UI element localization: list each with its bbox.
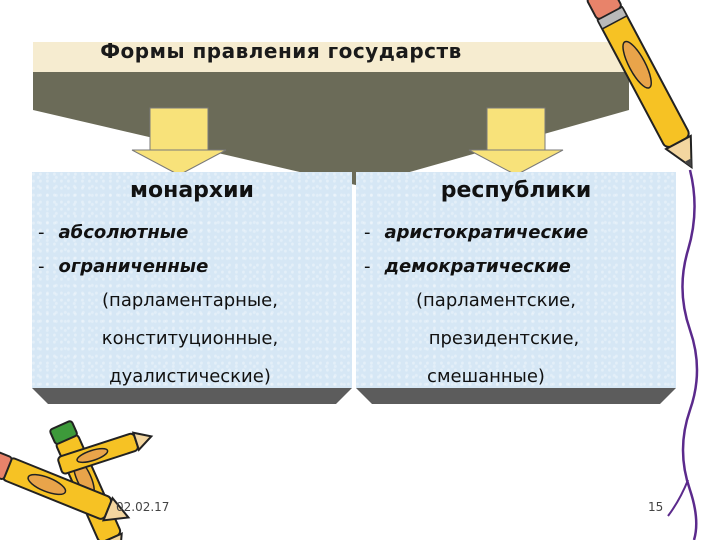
- page-number: 15: [648, 500, 664, 514]
- wavy-line: [681, 169, 699, 540]
- list-item: -демократические: [364, 256, 571, 277]
- down-arrow-left-icon: [131, 107, 227, 176]
- monarchy-subtype: конституционные,: [101, 328, 279, 349]
- monarchy-heading: монархии: [130, 178, 254, 203]
- list-item: -аристократические: [364, 222, 589, 243]
- title-bar: [33, 42, 629, 72]
- page-title: Формы правления государств: [100, 39, 462, 63]
- footer-date: 02.02.17: [116, 500, 170, 514]
- monarchy-panel: монархии -абсолютные -ограниченные (парл…: [32, 172, 352, 404]
- monarchy-subtype: (парламентарные,: [102, 290, 278, 311]
- panel-shadow: [32, 388, 352, 404]
- panel-shadow: [356, 388, 676, 404]
- republic-panel: республики -аристократические -демократи…: [356, 172, 676, 404]
- monarchy-subtype: дуалистические): [109, 366, 271, 387]
- pencil-icon: [586, 0, 693, 170]
- list-item: -абсолютные: [38, 222, 189, 243]
- crossed-pencils-icon: [0, 420, 154, 540]
- list-item: -ограниченные: [38, 256, 209, 277]
- republic-subtype: президентские,: [428, 328, 580, 349]
- republic-subtype: (парламентские,: [416, 290, 576, 311]
- down-arrow-right-icon: [468, 107, 564, 176]
- republic-subtype: смешанные): [427, 366, 545, 387]
- republic-heading: республики: [440, 178, 592, 203]
